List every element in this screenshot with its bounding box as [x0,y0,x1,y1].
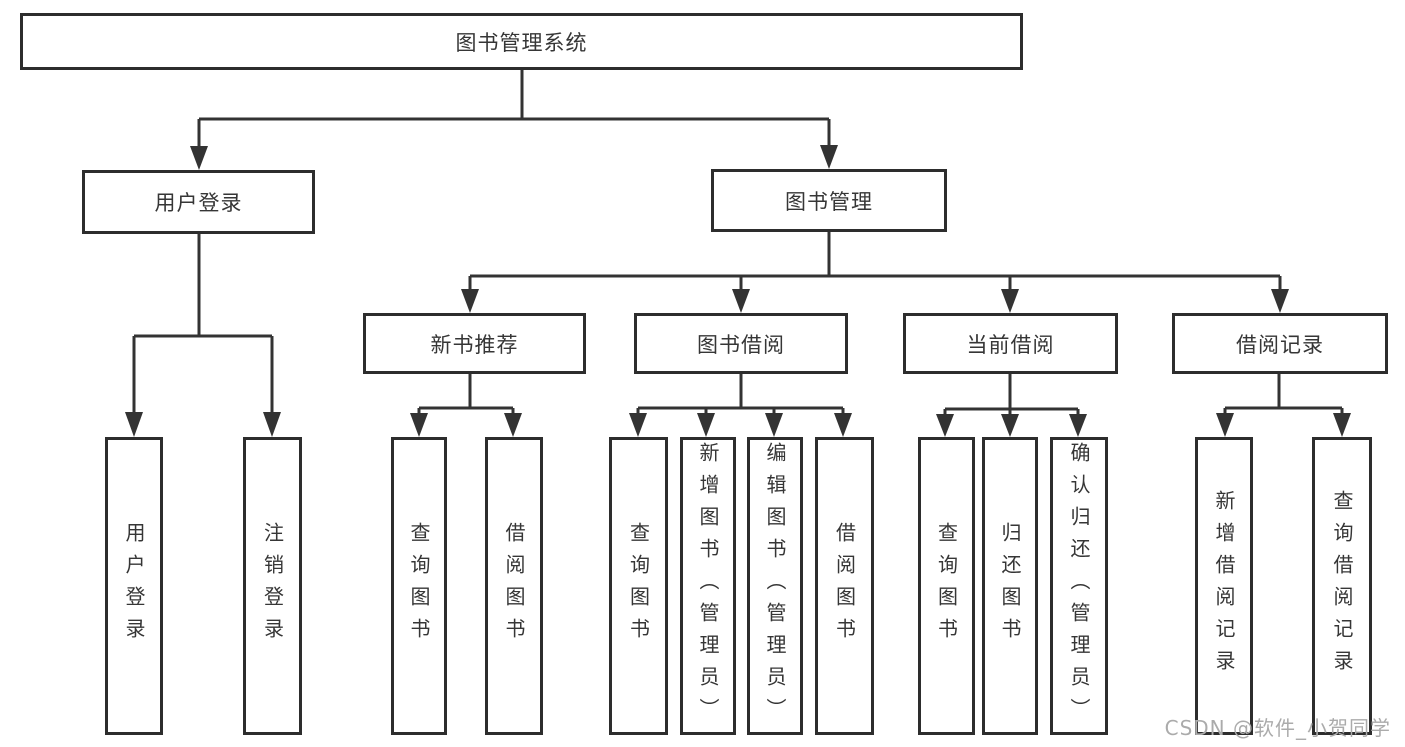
node-current-borrow-label: 当前借阅 [966,332,1055,357]
leaf-add-borrow-record-label: 新增借阅记录 [1212,490,1236,682]
node-borrow-records: 借阅记录 [1172,313,1388,374]
leaf-borrow-books-2-label: 借阅图书 [832,522,857,650]
arrow-down-icon [1069,414,1087,437]
leaf-query-books-1: 查询图书 [391,437,447,735]
arrow-down-icon [629,413,647,437]
arrow-down-icon [504,413,522,437]
watermark: CSDN @软件_小贺同学 [1164,716,1391,740]
node-book-borrow: 图书借阅 [634,313,848,374]
node-new-book-recommend: 新书推荐 [363,313,586,374]
leaf-add-borrow-record: 新增借阅记录 [1195,437,1253,735]
connector-user-login-to-leaves [125,234,281,437]
arrow-down-icon [263,412,281,437]
arrow-down-icon [190,146,208,170]
arrow-down-icon [461,289,479,313]
leaf-confirm-return-admin-label: 确认归还（管理员） [1067,442,1091,730]
node-book-management-label: 图书管理 [785,189,873,214]
leaf-query-books-2: 查询图书 [609,437,668,735]
leaf-query-borrow-record: 查询借阅记录 [1312,437,1372,735]
node-book-management: 图书管理 [711,169,947,232]
arrow-down-icon [834,413,852,437]
leaf-user-login: 用户登录 [105,437,163,735]
node-root: 图书管理系统 [20,13,1023,70]
node-user-login-label: 用户登录 [154,191,243,215]
arrow-down-icon [125,412,143,437]
node-new-book-recommend-label: 新书推荐 [430,332,519,357]
arrow-down-icon [732,289,750,313]
leaf-query-books-1-label: 查询图书 [407,522,431,650]
connector-root-to-level2 [190,68,838,170]
arrow-down-icon [820,145,838,169]
leaf-logout-label: 注销登录 [260,522,285,650]
leaf-confirm-return-admin: 确认归还（管理员） [1050,437,1108,735]
leaf-query-books-3: 查询图书 [918,437,975,735]
arrow-down-icon [1001,289,1019,313]
node-root-label: 图书管理系统 [455,30,588,55]
connector-borrow-record-to-leaves [1216,373,1351,437]
leaf-borrow-books-2: 借阅图书 [815,437,874,735]
connector-current-borrow-to-leaves [936,374,1087,437]
arrow-down-icon [1216,413,1234,437]
leaf-edit-book-admin-label: 编辑图书（管理员） [763,442,787,730]
leaf-edit-book-admin: 编辑图书（管理员） [747,437,803,735]
arrow-down-icon [410,413,428,437]
leaf-borrow-books-1: 借阅图书 [485,437,543,735]
connector-book-borrow-to-leaves [629,374,852,437]
leaf-return-books-label: 归还图书 [998,522,1022,650]
connector-book-mgmt-to-level3 [461,232,1289,313]
leaf-query-books-3-label: 查询图书 [934,522,959,650]
node-current-borrow: 当前借阅 [903,313,1118,374]
arrow-down-icon [1001,414,1019,437]
leaf-query-books-2-label: 查询图书 [626,522,651,650]
arrow-down-icon [697,413,715,437]
node-user-login: 用户登录 [82,170,315,234]
node-book-borrow-label: 图书借阅 [697,332,785,357]
leaf-query-borrow-record-label: 查询借阅记录 [1330,490,1354,682]
leaf-borrow-books-1-label: 借阅图书 [502,522,526,650]
leaf-add-book-admin: 新增图书（管理员） [680,437,736,735]
leaf-user-login-label: 用户登录 [122,522,146,650]
arrow-down-icon [765,413,783,437]
arrow-down-icon [1333,413,1351,437]
arrow-down-icon [1271,289,1289,313]
node-borrow-records-label: 借阅记录 [1236,332,1324,357]
leaf-logout: 注销登录 [243,437,302,735]
arrow-down-icon [936,414,954,437]
leaf-add-book-admin-label: 新增图书（管理员） [696,442,720,730]
leaf-return-books: 归还图书 [982,437,1038,735]
connector-new-book-to-leaves [410,374,522,437]
